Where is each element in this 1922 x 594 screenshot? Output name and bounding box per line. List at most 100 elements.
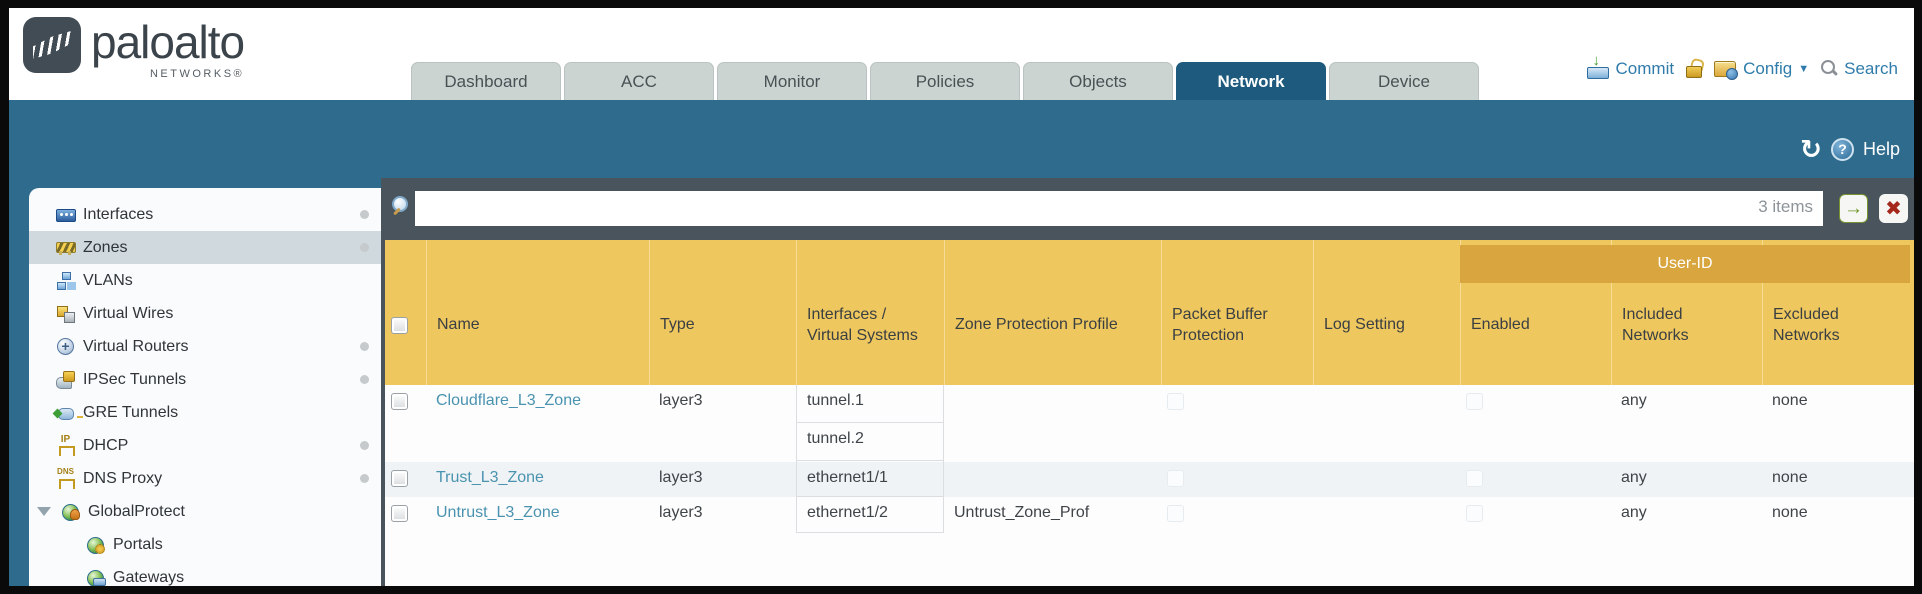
user-id-enabled-checkbox[interactable] — [1466, 393, 1483, 410]
clear-filter-button[interactable]: ✖ — [1879, 194, 1908, 223]
virtual-wires-icon — [56, 304, 75, 323]
clear-x-icon: ✖ — [1885, 198, 1902, 220]
row-checkbox[interactable] — [391, 393, 408, 410]
column-header-excluded-networks[interactable]: Excluded Networks — [1762, 240, 1914, 385]
interface-item: ethernet1/2 — [797, 497, 943, 533]
column-header-zone-protection-profile[interactable]: Zone Protection Profile — [944, 240, 1161, 385]
sidebar-item-label: Portals — [113, 535, 163, 553]
column-header-log-setting[interactable]: Log Setting — [1313, 240, 1460, 385]
arrow-right-icon: → — [1844, 197, 1863, 219]
filter-input[interactable] — [415, 191, 1823, 226]
utility-bar: Commit Config ▼ Search — [1586, 52, 1898, 80]
lock-icon[interactable] — [1686, 59, 1703, 78]
table-row: Untrust_L3_Zone layer3 ethernet1/2 Untru… — [385, 497, 1914, 533]
globalprotect-icon — [61, 502, 80, 521]
table-header: Name Type Interfaces / Virtual Systems Z… — [385, 240, 1914, 385]
sidebar-item-globalprotect[interactable]: GlobalProtect — [29, 495, 381, 528]
zones-panel: 3 items → ✖ Name Type Interfaces / Virtu… — [381, 178, 1914, 586]
status-dot — [360, 441, 369, 450]
table-row: Cloudflare_L3_Zone layer3 tunnel.1 tunne… — [385, 385, 1914, 462]
zone-name-link[interactable]: Trust_L3_Zone — [436, 469, 544, 486]
tab-policies[interactable]: Policies — [870, 62, 1020, 100]
status-dot — [360, 243, 369, 252]
tab-objects[interactable]: Objects — [1023, 62, 1173, 100]
sidebar-item-virtual-routers[interactable]: Virtual Routers — [29, 330, 381, 363]
page-action-bar: ↻ ? Help — [1800, 136, 1900, 162]
filter-input-wrap: 3 items — [415, 191, 1823, 226]
tab-monitor[interactable]: Monitor — [717, 62, 867, 100]
user-id-enabled-checkbox[interactable] — [1466, 470, 1483, 487]
logo-text: paloalto — [91, 16, 245, 68]
sidebar-item-interfaces[interactable]: Interfaces — [29, 198, 381, 231]
filter-search-icon — [391, 196, 411, 218]
sidebar-item-dhcp[interactable]: DHCP — [29, 429, 381, 462]
search-label: Search — [1844, 58, 1898, 78]
refresh-icon[interactable]: ↻ — [1800, 134, 1822, 164]
gateways-icon — [86, 568, 106, 586]
expander-icon[interactable] — [37, 507, 51, 516]
select-all-checkbox[interactable] — [391, 317, 408, 334]
zone-name-link[interactable]: Cloudflare_L3_Zone — [436, 392, 581, 409]
tab-device[interactable]: Device — [1329, 62, 1479, 100]
packet-buffer-protection-checkbox[interactable] — [1167, 505, 1184, 522]
tab-dashboard[interactable]: Dashboard — [411, 62, 561, 100]
sidebar-item-label: Virtual Wires — [83, 304, 174, 322]
zone-protection-profile — [944, 385, 1161, 462]
zone-interfaces-cell: ethernet1/1 — [796, 462, 944, 497]
column-header-interfaces[interactable]: Interfaces / Virtual Systems — [796, 240, 944, 385]
portals-icon — [86, 535, 105, 554]
status-dot — [360, 342, 369, 351]
search-button[interactable]: Search — [1821, 59, 1898, 79]
column-header-type[interactable]: Type — [649, 240, 796, 385]
sidebar-item-ipsec-tunnels[interactable]: IPSec Tunnels — [29, 363, 381, 396]
commit-button[interactable]: Commit — [1586, 52, 1674, 79]
interface-item: tunnel.2 — [797, 423, 943, 461]
sidebar-item-virtual-wires[interactable]: Virtual Wires — [29, 297, 381, 330]
sidebar-item-gre-tunnels[interactable]: GRE Tunnels — [29, 396, 381, 429]
gre-tunnels-icon — [56, 403, 75, 422]
column-header-packet-buffer-protection[interactable]: Packet Buffer Protection — [1161, 240, 1313, 385]
packet-buffer-protection-checkbox[interactable] — [1167, 393, 1184, 410]
sidebar-item-label: Virtual Routers — [83, 337, 189, 355]
help-icon[interactable]: ? — [1830, 137, 1854, 161]
row-checkbox[interactable] — [391, 505, 408, 522]
log-setting — [1313, 385, 1460, 462]
apply-filter-button[interactable]: → — [1839, 194, 1868, 223]
zone-type: layer3 — [659, 469, 703, 486]
included-networks: any — [1621, 469, 1647, 486]
row-checkbox[interactable] — [391, 470, 408, 487]
zone-name-link[interactable]: Untrust_L3_Zone — [436, 504, 560, 521]
sidebar-item-portals[interactable]: Portals — [29, 528, 381, 561]
zones-icon — [56, 238, 76, 257]
column-header-enabled[interactable]: Enabled — [1460, 240, 1611, 385]
packet-buffer-protection-checkbox[interactable] — [1167, 470, 1184, 487]
sidebar-item-gateways[interactable]: Gateways — [29, 561, 381, 586]
sidebar-item-label: Gateways — [113, 568, 185, 586]
excluded-networks: none — [1772, 469, 1808, 486]
config-menu-button[interactable]: Config ▼ — [1714, 59, 1809, 80]
tab-network[interactable]: Network — [1176, 62, 1326, 100]
sidebar-item-label: Zones — [83, 238, 128, 256]
column-header-name[interactable]: Name — [426, 240, 649, 385]
column-header-included-networks[interactable]: Included Networks — [1611, 240, 1762, 385]
zone-type: layer3 — [659, 392, 703, 409]
table-row: Trust_L3_Zone layer3 ethernet1/1 any non… — [385, 462, 1914, 497]
status-dot — [360, 474, 369, 483]
help-label[interactable]: Help — [1862, 138, 1900, 159]
select-all-checkbox-cell — [385, 240, 426, 385]
sidebar-item-label: DHCP — [83, 436, 129, 454]
excluded-networks: none — [1772, 504, 1808, 521]
sidebar-item-vlans[interactable]: VLANs — [29, 264, 381, 297]
ipsec-tunnels-icon — [56, 370, 75, 389]
user-id-enabled-checkbox[interactable] — [1466, 505, 1483, 522]
sidebar-item-dns-proxy[interactable]: DNS Proxy — [29, 462, 381, 495]
status-dot — [360, 375, 369, 384]
sidebar-item-zones[interactable]: Zones — [29, 231, 381, 264]
paloalto-logo-icon — [23, 17, 81, 73]
tab-acc[interactable]: ACC — [564, 62, 714, 100]
dhcp-icon — [56, 434, 75, 456]
dns-proxy-icon — [56, 467, 75, 489]
network-sidebar: Interfaces Zones VLANs Virtual Wires Vir… — [29, 188, 381, 586]
app-canvas: paloalto NETWORKS® Dashboard ACC Monitor… — [9, 8, 1914, 586]
